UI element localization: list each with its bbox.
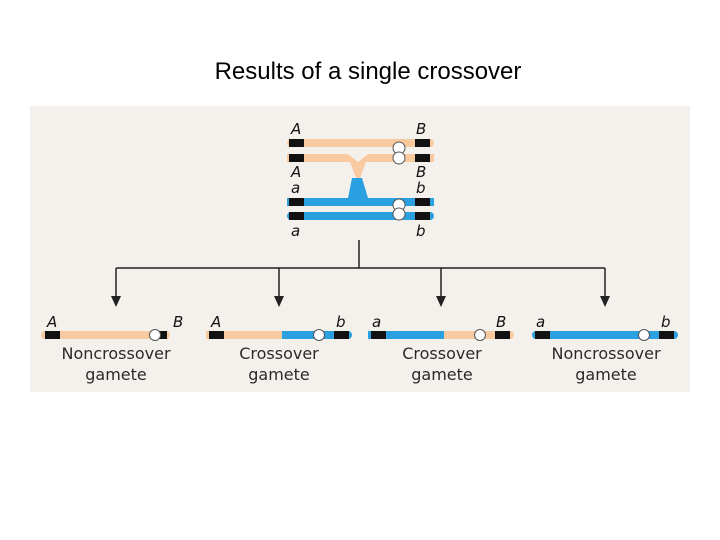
allele-label-B-top: B: [416, 120, 426, 138]
connector-tree: [115, 240, 606, 298]
gamete-2-left-allele: A: [210, 313, 221, 331]
centromere: [474, 329, 486, 341]
gamete-3-caption: Crossover gamete: [367, 343, 517, 385]
centromere: [313, 329, 325, 341]
allele-label-a-bottom: a: [291, 222, 300, 240]
allele-label-b-bottom: b: [416, 222, 426, 240]
gamete-2-chromosome: [206, 329, 352, 341]
gene-marker-B2: [415, 154, 430, 162]
centromere-top-2: [392, 151, 406, 165]
gamete-2-caption: Crossover gamete: [204, 343, 354, 385]
gamete-3-label-line2: gamete: [411, 365, 473, 384]
gamete-1-right-allele: B: [173, 313, 183, 331]
chromatid-pair-AB: [287, 139, 434, 165]
gamete-1-left-allele: A: [46, 313, 57, 331]
arrowhead-1: [111, 296, 121, 307]
allele-label-a-third: a: [291, 179, 300, 197]
gene-marker-A1: [289, 139, 304, 147]
gamete-4-chromosome: [532, 329, 678, 341]
gamete-1-chromosome: [41, 329, 170, 341]
gamete-3-left-allele: a: [372, 313, 381, 331]
gene-marker-A: [45, 331, 60, 339]
gamete-3-label-line1: Crossover: [402, 344, 482, 363]
gamete-2-label-line2: gamete: [248, 365, 310, 384]
chromatid-pair-ab: [287, 190, 434, 221]
gamete-4-right-allele: b: [661, 313, 671, 331]
chromatid-ab-2: [287, 212, 434, 220]
gene-marker-b1: [415, 198, 430, 206]
gene-marker-A: [209, 331, 224, 339]
gamete-4-label-line1: Noncrossover: [551, 344, 661, 363]
gamete-3-right-allele: B: [496, 313, 506, 331]
arrowhead-2: [274, 296, 284, 307]
gene-marker-a2: [289, 212, 304, 220]
diagram-panel: [30, 106, 690, 392]
gamete-3-chromosome: [368, 329, 514, 341]
gene-marker-b: [659, 331, 674, 339]
allele-label-B-second: B: [416, 163, 426, 181]
gene-marker-b2: [415, 212, 430, 220]
gamete-1-caption: Noncrossover gamete: [41, 343, 191, 385]
allele-label-A-second: A: [290, 163, 301, 181]
gene-marker-B1: [415, 139, 430, 147]
gene-marker-a: [535, 331, 550, 339]
gene-marker-B: [495, 331, 510, 339]
crossover-junction-blue: [348, 178, 368, 198]
centromere: [638, 329, 650, 341]
centromere-bottom-2: [392, 207, 406, 221]
gamete-1-label-line1: Noncrossover: [61, 344, 171, 363]
gene-marker-a: [371, 331, 386, 339]
gamete-4-caption: Noncrossover gamete: [531, 343, 681, 385]
allele-label-A-top: A: [290, 120, 301, 138]
chromatid-AB-1: [287, 139, 434, 147]
arrowheads: [111, 296, 610, 307]
gene-marker-A2: [289, 154, 304, 162]
gamete-2-label-line1: Crossover: [239, 344, 319, 363]
gamete-2-right-allele: b: [336, 313, 346, 331]
centromere: [149, 329, 161, 341]
arrowhead-4: [600, 296, 610, 307]
gamete-4-left-allele: a: [536, 313, 545, 331]
arrowhead-3: [436, 296, 446, 307]
gene-marker-b: [334, 331, 349, 339]
slide-title: Results of a single crossover: [214, 58, 522, 85]
gamete-4-label-line2: gamete: [575, 365, 637, 384]
gene-marker-a1: [289, 198, 304, 206]
allele-label-b-third: b: [416, 179, 426, 197]
gamete-1-label-line2: gamete: [85, 365, 147, 384]
